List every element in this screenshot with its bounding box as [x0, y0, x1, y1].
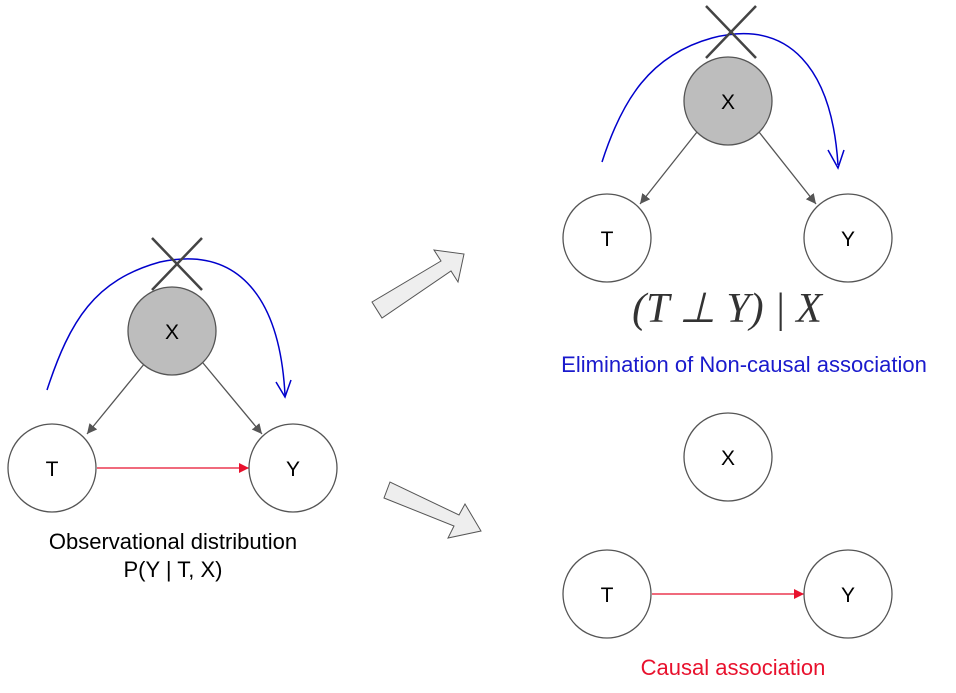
node-t-label: T [601, 584, 614, 607]
block-arrow-up-icon [371, 249, 465, 319]
node-x-label: X [721, 447, 735, 470]
node-x-circle [683, 412, 773, 502]
noncausal-graph: X T Y (T ⊥ Y) | X Elimination of Non-cau… [561, 5, 927, 377]
node-t-circle [7, 423, 97, 513]
node-y-label: Y [286, 458, 300, 481]
node-t-treatment: T [562, 549, 652, 639]
transition-arrows [371, 249, 482, 539]
node-x-label: X [165, 321, 179, 344]
node-y-outcome: Y [803, 193, 893, 283]
node-t-treatment: T [7, 423, 97, 513]
causal-graph: X T Y Causal association [562, 412, 893, 680]
node-t-treatment: T [562, 193, 652, 283]
edge-x-to-t [639, 131, 698, 205]
node-t-label: T [601, 228, 614, 251]
conditional-independence-formula: (T ⊥ Y) | X [632, 286, 824, 332]
backdoor-path-arrowhead [275, 379, 292, 399]
backdoor-path-arrowhead [827, 149, 845, 170]
node-x-circle [683, 56, 773, 146]
block-arrow-down-icon [383, 481, 482, 539]
block-cross-stroke-2 [151, 237, 203, 291]
node-y-circle [803, 549, 893, 639]
node-y-outcome: Y [803, 549, 893, 639]
causal-caption: Causal association [641, 655, 826, 680]
edge-x-to-y [758, 131, 817, 205]
block-cross-stroke-2 [705, 5, 757, 59]
node-x-confounder: X [683, 56, 773, 146]
backdoor-path-curve [46, 258, 286, 396]
node-x-isolated: X [683, 412, 773, 502]
node-t-circle [562, 549, 652, 639]
node-t-circle [562, 193, 652, 283]
edge-x-to-y [202, 362, 263, 435]
noncausal-caption: Elimination of Non-causal association [561, 352, 927, 377]
node-x-circle [127, 286, 217, 376]
node-t-label: T [46, 458, 59, 481]
node-y-circle [803, 193, 893, 283]
node-y-circle [248, 423, 338, 513]
observational-caption: Observational distribution [49, 529, 297, 554]
node-x-confounder: X [127, 286, 217, 376]
node-y-outcome: Y [248, 423, 338, 513]
node-y-label: Y [841, 228, 855, 251]
edge-x-to-t [86, 362, 146, 435]
node-x-label: X [721, 91, 735, 114]
observational-formula: P(Y | T, X) [123, 557, 222, 582]
node-y-label: Y [841, 584, 855, 607]
backdoor-path-curve [601, 33, 839, 166]
observational-graph: X T Y Observational distribution P(Y | T… [7, 237, 338, 582]
